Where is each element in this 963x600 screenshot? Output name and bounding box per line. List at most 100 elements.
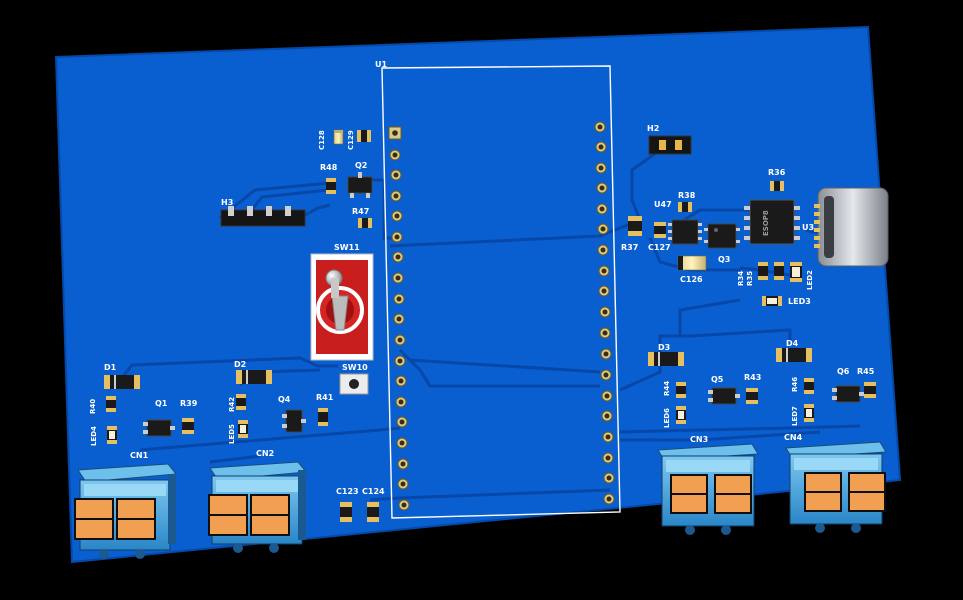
led-led6 [676, 406, 686, 424]
diode-d2 [236, 370, 272, 384]
u1-label: U1 [375, 60, 387, 69]
diode-d4 [776, 348, 812, 362]
r37-label: R37 [621, 243, 638, 252]
resistor-r34 [758, 262, 768, 280]
d1-label: D1 [104, 363, 117, 372]
ic-u3-esop8 [744, 199, 800, 245]
u3-label: U3 [802, 223, 814, 232]
cn3-label: CN3 [690, 435, 708, 444]
u1-module-outline [381, 65, 621, 519]
resistor-r35 [774, 262, 784, 280]
capacitor-c127 [654, 222, 666, 238]
d3-label: D3 [658, 343, 670, 352]
d4-label: D4 [786, 339, 799, 348]
push-button-sw10 [339, 373, 369, 395]
r34-label: R34 [737, 271, 745, 286]
h2-label: H2 [647, 124, 659, 133]
led2-label: LED2 [806, 270, 814, 290]
c129-label: C129 [347, 130, 355, 150]
copper-traces [118, 148, 861, 502]
terminal-block-cn2 [208, 461, 307, 553]
led3-label: LED3 [788, 297, 811, 306]
led5-label: LED5 [228, 424, 236, 444]
r38-label: R38 [678, 191, 696, 200]
c126-label: C126 [680, 275, 703, 284]
resistor-r40 [106, 396, 116, 412]
capacitor-c124 [367, 502, 379, 522]
header-h3 [220, 206, 306, 227]
capacitor-c129 [357, 130, 371, 142]
resistor-r38 [678, 202, 692, 212]
u47-label: U47 [654, 200, 672, 209]
resistor-r37 [628, 216, 642, 236]
r36-label: R36 [768, 168, 786, 177]
resistor-r48 [326, 178, 336, 194]
ic-u47 [668, 219, 702, 245]
capacitor-c123 [340, 502, 352, 522]
resistor-r39 [182, 418, 194, 434]
q3-label: Q3 [718, 255, 730, 264]
capacitor-c126 [677, 255, 707, 271]
resistor-r42 [236, 394, 246, 410]
transistor-q5 [708, 387, 740, 405]
resistor-r36 [770, 181, 784, 191]
r40-label: R40 [89, 399, 97, 414]
led-led2 [790, 262, 802, 282]
r41-label: R41 [316, 393, 334, 402]
d2-label: D2 [234, 360, 246, 369]
r45-label: R45 [857, 367, 875, 376]
h3-label: H3 [221, 198, 233, 207]
u3-chip-marking: ESOP8 [762, 210, 770, 236]
led-led5 [238, 420, 248, 438]
q2-label: Q2 [355, 161, 367, 170]
transistor-q2 [347, 172, 373, 198]
r46-label: R46 [791, 377, 799, 392]
transistor-q6 [832, 385, 864, 403]
q5-label: Q5 [711, 375, 724, 384]
diode-d3 [648, 352, 684, 366]
led-led4 [107, 426, 117, 444]
r43-label: R43 [744, 373, 761, 382]
sw10-label: SW10 [342, 363, 368, 372]
cn1-label: CN1 [130, 451, 149, 460]
resistor-r47 [358, 218, 372, 228]
transistor-q3 [704, 223, 740, 249]
u1-right-pin-row [594, 121, 615, 505]
r44-label: R44 [663, 381, 671, 396]
header-h2 [648, 135, 692, 155]
transistor-q4 [282, 409, 306, 433]
resistor-r46 [804, 378, 814, 394]
terminal-block-cn3 [657, 443, 759, 535]
led7-label: LED7 [791, 406, 799, 426]
terminal-block-cn1 [74, 463, 177, 559]
c128-label: C128 [318, 130, 326, 150]
q4-label: Q4 [278, 395, 291, 404]
c127-label: C127 [648, 243, 671, 252]
resistor-r43 [746, 388, 758, 404]
resistor-r44 [676, 382, 686, 398]
r48-label: R48 [320, 163, 338, 172]
transistor-q1 [143, 419, 175, 437]
diode-d1 [104, 375, 140, 389]
q1-label: Q1 [155, 399, 168, 408]
pcb-board [54, 25, 902, 564]
cn2-label: CN2 [256, 449, 274, 458]
led-led3 [762, 296, 782, 306]
r42-label: R42 [228, 397, 236, 412]
r35-label: R35 [746, 271, 754, 286]
led4-label: LED4 [90, 426, 98, 446]
capacitor-c128 [333, 129, 344, 145]
r39-label: R39 [180, 399, 198, 408]
toggle-switch-sw11 [310, 253, 374, 361]
u1-left-pin-row [388, 126, 410, 511]
c123-label: C123 [336, 487, 359, 496]
r47-label: R47 [352, 207, 369, 216]
led-led7 [804, 404, 814, 422]
cn4-label: CN4 [784, 433, 803, 442]
q6-label: Q6 [837, 367, 850, 376]
c124-label: C124 [362, 487, 385, 496]
resistor-r41 [318, 408, 328, 426]
usb-c-connector [814, 187, 889, 267]
led6-label: LED6 [663, 408, 671, 428]
